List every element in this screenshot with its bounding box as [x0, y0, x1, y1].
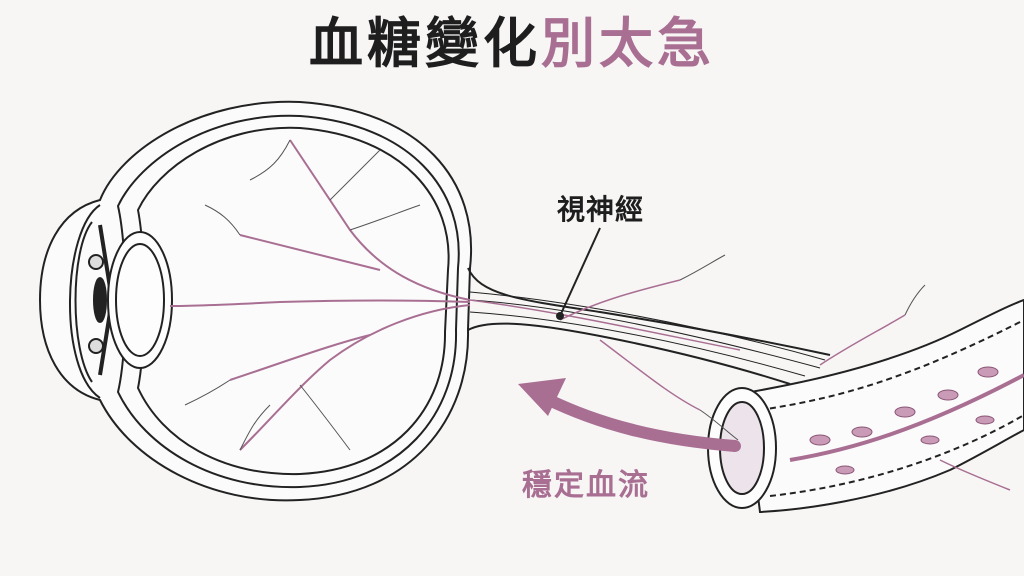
retinal-capillaries — [184, 139, 926, 451]
red-blood-cell — [851, 426, 873, 438]
pupil — [93, 277, 107, 323]
retinal-vessels — [169, 139, 1011, 491]
nerve-fiber — [469, 299, 821, 369]
capillary — [329, 149, 381, 201]
front-eye — [69, 204, 173, 399]
cornea — [69, 204, 101, 399]
sclera-outline — [38, 100, 473, 502]
retinal-vessel — [939, 459, 1011, 491]
vessel-body — [743, 298, 1024, 514]
red-blood-cell — [920, 435, 940, 445]
blood-cells — [809, 366, 999, 475]
capillary — [699, 409, 739, 441]
capillary — [349, 204, 421, 231]
capillary — [249, 139, 291, 181]
nerve-fiber — [469, 291, 826, 361]
red-blood-cell — [809, 434, 831, 446]
capillary — [184, 379, 231, 406]
cornea-inner — [74, 221, 93, 383]
red-blood-cell — [894, 406, 916, 418]
stable-flow-label: 穩定血流 — [522, 468, 650, 503]
capillary — [299, 384, 351, 451]
page-title: 血糖變化別太急 — [0, 6, 1024, 82]
retinal-vessel — [559, 279, 681, 321]
red-blood-cell — [977, 366, 999, 378]
ciliary-body-bottom — [88, 338, 104, 354]
vessel-wall-bottom — [769, 414, 1024, 497]
capillary — [679, 254, 726, 281]
nerve-fiber — [469, 311, 806, 377]
retinal-vessel — [819, 314, 906, 366]
optic-nerve-leader-dot — [556, 312, 564, 320]
title-part-1: 血糖變化 — [309, 12, 541, 75]
nerve-top-edge — [467, 267, 831, 356]
red-blood-cell — [937, 389, 959, 401]
vessel-wall-top — [759, 319, 1024, 411]
lens-inner — [115, 243, 165, 357]
flow-arrow — [539, 392, 741, 452]
red-blood-cell — [975, 415, 995, 425]
title-part-2: 別太急 — [541, 12, 715, 75]
capillary — [904, 284, 926, 316]
flow-arrow-head — [518, 378, 566, 416]
retinal-vessel — [169, 299, 471, 307]
blood-vessel — [707, 298, 1024, 514]
retinal-vessel — [229, 334, 371, 381]
retinal-vessel — [239, 234, 381, 271]
capillary — [239, 404, 271, 451]
lens — [107, 231, 173, 369]
optic-nerve-leader-line — [559, 227, 601, 317]
vessel-flow-line — [789, 373, 1024, 462]
retinal-vessel — [239, 304, 471, 451]
nerve-bottom-edge — [467, 322, 791, 385]
retinal-vessel — [599, 339, 701, 411]
red-blood-cell — [835, 465, 855, 475]
optic-nerve-label: 視神經 — [557, 193, 645, 226]
capillary — [204, 204, 241, 236]
optic-nerve — [467, 267, 831, 385]
retinal-vessel — [469, 299, 741, 351]
ciliary-body-top — [88, 254, 104, 270]
